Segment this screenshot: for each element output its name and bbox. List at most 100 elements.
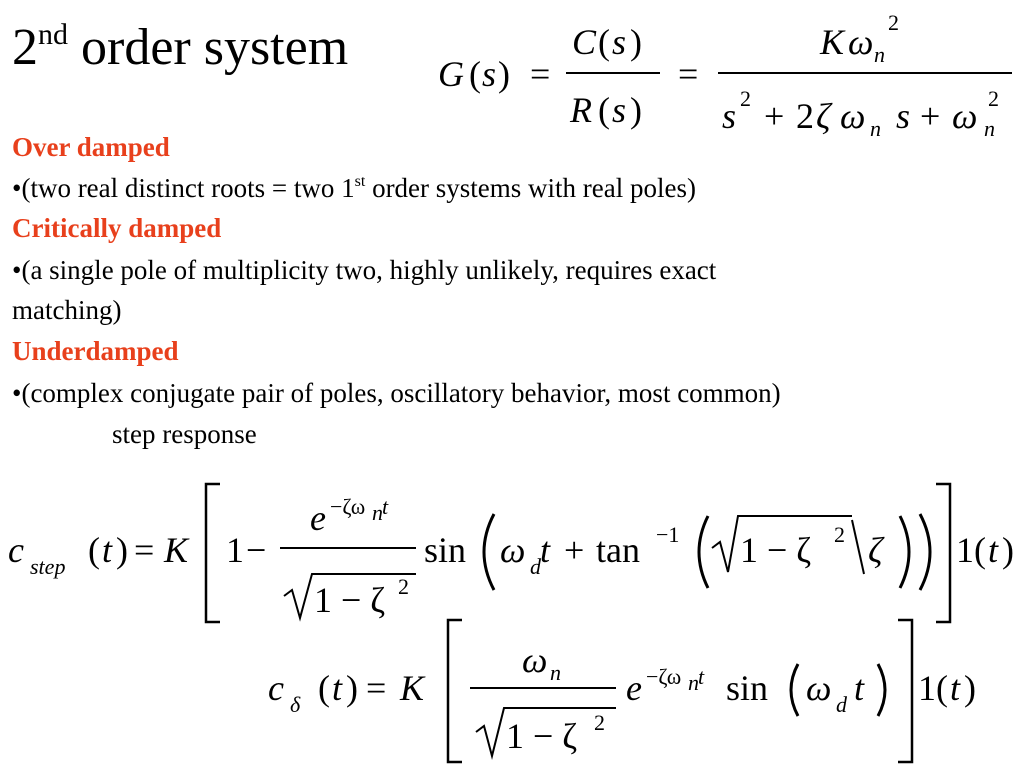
tf-C-lparen: ( bbox=[598, 22, 610, 62]
step-sqrt-symbol bbox=[283, 573, 416, 622]
step-tan: tan bbox=[596, 530, 640, 570]
step-big-rparen bbox=[918, 513, 932, 591]
step-c: c bbox=[8, 530, 24, 570]
imp-left-bracket bbox=[446, 618, 462, 764]
step-zeta: ζ bbox=[868, 530, 885, 570]
tf-den-omega: ω bbox=[840, 96, 865, 136]
step-unit-t: t bbox=[988, 530, 999, 570]
slide-title: 2nd order system bbox=[12, 19, 349, 76]
step-minus: − bbox=[246, 530, 266, 570]
imp-exp-t: t bbox=[698, 664, 705, 689]
imp-omega-n: n bbox=[550, 660, 561, 685]
tf-den-plus-1: + bbox=[764, 96, 784, 136]
step-big-lparen bbox=[482, 513, 496, 591]
step-inner-lparen bbox=[697, 515, 710, 589]
step-inner-sqrt-body: 1 − ζ bbox=[740, 530, 811, 570]
imp-sqrt-sq: 2 bbox=[594, 710, 605, 735]
imp-t: t bbox=[332, 668, 343, 708]
imp-t2: t bbox=[854, 668, 865, 708]
imp-rparen-big bbox=[876, 663, 887, 717]
imp-sqrt-body: 1 − ζ bbox=[506, 716, 577, 756]
step-equals: = bbox=[134, 530, 154, 570]
imp-c: c bbox=[268, 668, 284, 708]
step-inner-sqrt-symbol bbox=[711, 515, 852, 573]
tf-C-rparen: ) bbox=[630, 22, 642, 62]
title-ordinal: nd bbox=[38, 18, 68, 51]
imp-e: e bbox=[626, 668, 642, 708]
tf-den-two: 2 bbox=[796, 96, 814, 136]
imp-equals: = bbox=[366, 668, 386, 708]
step-omega-d: d bbox=[530, 554, 542, 579]
imp-right-bracket bbox=[898, 618, 914, 764]
bullet-underdamped: •(complex conjugate pair of poles, oscil… bbox=[12, 378, 781, 408]
tf-den-plus-2: + bbox=[920, 96, 940, 136]
tf-C: C bbox=[572, 22, 597, 62]
step-t2: t bbox=[540, 530, 551, 570]
step-sin: sin bbox=[424, 530, 466, 570]
tf-num-n: n bbox=[874, 42, 885, 67]
tf-num-sq: 2 bbox=[888, 10, 899, 35]
step-right-bracket bbox=[936, 482, 952, 624]
imp-K: K bbox=[399, 668, 426, 708]
step-inner-rparen bbox=[898, 515, 911, 589]
step-left-bracket bbox=[204, 482, 220, 624]
step-exp-n: n bbox=[372, 500, 383, 525]
heading-over-damped: Over damped bbox=[12, 132, 170, 162]
imp-sub: δ bbox=[290, 692, 301, 717]
tf-den-s-sq: 2 bbox=[740, 86, 751, 111]
tf-den-s2: s bbox=[896, 96, 910, 136]
bullet-over-sup: st bbox=[354, 173, 366, 190]
bullet-critical-line1: •(a single pole of multiplicity two, hig… bbox=[12, 255, 717, 285]
tf-den-n2: n bbox=[984, 116, 995, 141]
tf-R: R bbox=[569, 90, 592, 130]
tf-G: G bbox=[438, 54, 464, 94]
step-K: K bbox=[163, 530, 190, 570]
tf-equals-1: = bbox=[530, 54, 550, 94]
step-response-label: step response bbox=[112, 419, 257, 449]
tf-s: s bbox=[482, 54, 496, 94]
tf-rparen: ) bbox=[498, 54, 510, 94]
step-sqrt-sq: 2 bbox=[398, 574, 409, 599]
tf-R-rparen: ) bbox=[630, 90, 642, 130]
imp-omega-d-sub: d bbox=[836, 692, 848, 717]
step-plus: + bbox=[564, 530, 584, 570]
imp-omega-d: ω bbox=[806, 668, 831, 708]
tf-equals-2: = bbox=[678, 54, 698, 94]
imp-unit-rparen: ) bbox=[964, 668, 976, 708]
step-unit: 1 bbox=[956, 530, 974, 570]
step-omega: ω bbox=[500, 530, 525, 570]
imp-exp: −ζω bbox=[646, 664, 681, 689]
tf-num-omega: ω bbox=[848, 22, 873, 62]
tf-lparen: ( bbox=[469, 54, 481, 94]
bullet-over-pre: •(two real distinct roots = two 1 bbox=[12, 173, 355, 203]
imp-sqrt-symbol bbox=[475, 707, 616, 760]
bullet-critical-line2: matching) bbox=[12, 295, 122, 325]
tf-R-lparen: ( bbox=[598, 90, 610, 130]
imp-unit: 1 bbox=[918, 668, 936, 708]
bullet-over-post: order systems with real poles) bbox=[365, 173, 696, 203]
imp-sin: sin bbox=[726, 668, 768, 708]
title-text: order system bbox=[81, 19, 349, 76]
step-unit-rparen: ) bbox=[1002, 530, 1014, 570]
step-rparen: ) bbox=[116, 530, 128, 570]
imp-exp-n: n bbox=[688, 670, 699, 695]
tf-C-s: s bbox=[612, 22, 626, 62]
step-exp-t: t bbox=[382, 494, 389, 519]
step-t: t bbox=[102, 530, 113, 570]
tf-den-omega2: ω bbox=[952, 96, 977, 136]
tf-num-K: K bbox=[819, 22, 846, 62]
imp-unit-lparen: ( bbox=[936, 668, 948, 708]
title-number: 2 bbox=[12, 19, 38, 76]
step-exp: −ζω bbox=[330, 494, 365, 519]
step-slash bbox=[851, 519, 865, 575]
imp-lparen-big bbox=[789, 663, 800, 717]
tf-den-s: s bbox=[722, 96, 736, 136]
step-inner-sq: 2 bbox=[834, 522, 845, 547]
step-unit-lparen: ( bbox=[974, 530, 986, 570]
heading-underdamped: Underdamped bbox=[12, 336, 179, 366]
step-lparen: ( bbox=[88, 530, 100, 570]
tf-den-omega2-sq: 2 bbox=[988, 86, 999, 111]
